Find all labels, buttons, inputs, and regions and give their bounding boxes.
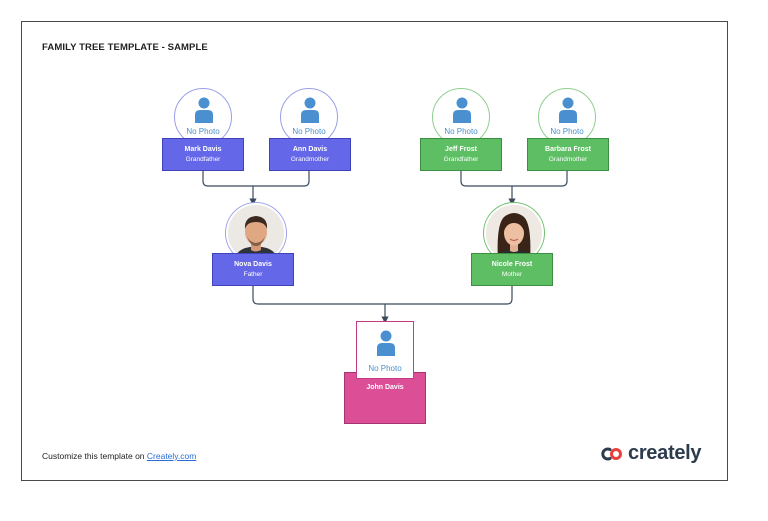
member-name: Ann Davis <box>292 146 328 153</box>
member-name: Nicole Frost <box>491 261 533 268</box>
man-portrait-icon <box>228 205 284 261</box>
photo-barbara-frost: No Photo <box>538 88 596 146</box>
card-barbara-frost[interactable]: Barbara Frost Grandmother <box>527 138 609 171</box>
connector-maternal-grandparents <box>460 171 568 202</box>
footer-label: Customize this template on <box>42 451 147 461</box>
person-icon <box>195 97 213 123</box>
card-nova-davis[interactable]: Nova Davis Father <box>212 253 294 286</box>
photo-ann-davis: No Photo <box>280 88 338 146</box>
card-nicole-frost[interactable]: Nicole Frost Mother <box>471 253 553 286</box>
member-role: Grandfather <box>185 156 221 163</box>
person-icon <box>559 97 577 123</box>
photo-john-davis: No Photo <box>356 321 414 379</box>
footer-text: Customize this template on Creately.com <box>42 451 196 461</box>
member-name: Nova Davis <box>234 261 272 268</box>
page-title: FAMILY TREE TEMPLATE - SAMPLE <box>42 42 208 53</box>
member-name: Jeff Frost <box>445 146 477 153</box>
member-name: Mark Davis <box>184 146 222 153</box>
member-name: John Davis <box>366 384 404 391</box>
member-role: Mother <box>501 271 523 278</box>
card-jeff-frost[interactable]: Jeff Frost Grandfather <box>420 138 502 171</box>
logo-text: creately <box>628 442 702 464</box>
no-photo-label: No Photo <box>292 127 326 136</box>
member-role: Grandmother <box>548 156 588 163</box>
creately-logo-icon <box>601 447 622 460</box>
member-role: Father <box>243 271 263 278</box>
creately-logo[interactable]: creately <box>600 442 702 465</box>
photo-mark-davis: No Photo <box>174 88 232 146</box>
no-photo-label: No Photo <box>368 364 402 373</box>
person-icon <box>377 330 395 356</box>
person-icon <box>453 97 471 123</box>
no-photo-label: No Photo <box>550 127 584 136</box>
card-ann-davis[interactable]: Ann Davis Grandmother <box>269 138 351 171</box>
card-mark-davis[interactable]: Mark Davis Grandfather <box>162 138 244 171</box>
connector-parents <box>252 286 513 320</box>
no-photo-label: No Photo <box>186 127 220 136</box>
card-john-davis[interactable]: John Davis <box>344 372 426 424</box>
connector-paternal-grandparents <box>202 171 310 202</box>
member-role: Grandmother <box>290 156 330 163</box>
member-name: Barbara Frost <box>545 146 591 153</box>
woman-portrait-icon <box>486 205 542 261</box>
member-role: Grandfather <box>443 156 479 163</box>
no-photo-label: No Photo <box>444 127 478 136</box>
person-icon <box>301 97 319 123</box>
creately-link[interactable]: Creately.com <box>146 451 197 461</box>
